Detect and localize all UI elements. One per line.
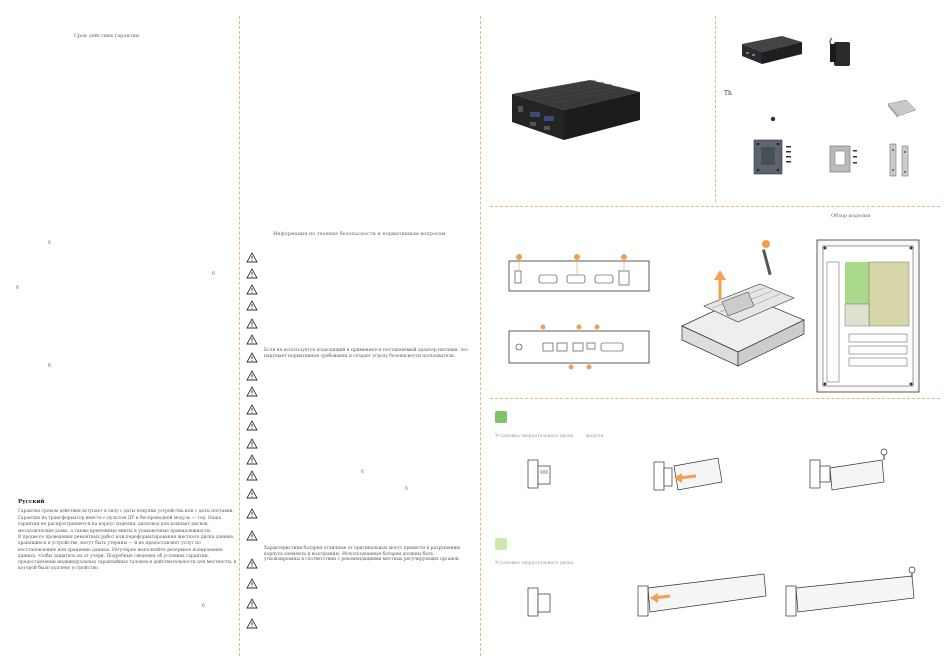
warning-icon bbox=[246, 558, 258, 569]
safety-title: Информация по технике безопасности и нор… bbox=[273, 231, 446, 237]
warning-icon bbox=[246, 404, 258, 415]
ssd-step1-image-2 bbox=[653, 457, 723, 491]
power-adapter-image bbox=[829, 37, 850, 66]
warning-icon bbox=[246, 598, 258, 609]
ssd-step2-image-3 bbox=[785, 566, 916, 617]
warning-icon bbox=[246, 352, 258, 363]
warning-icon bbox=[246, 252, 258, 263]
column-divider-2 bbox=[480, 16, 481, 656]
warranty-paragraph: В процессе проведения ремонтных работ ил… bbox=[18, 535, 237, 572]
safety-note-adapter: Если не используется подходящий и примен… bbox=[264, 348, 468, 359]
column-divider-1 bbox=[239, 16, 240, 656]
warning-icon bbox=[246, 530, 258, 541]
step-1-caption: Установка твердотельного диска bbox=[495, 434, 574, 439]
row-divider-2 bbox=[490, 398, 940, 399]
mount-bracket-image bbox=[829, 145, 857, 173]
rear-panel-diagram bbox=[508, 324, 650, 370]
warning-icon bbox=[246, 284, 258, 295]
warning-icon bbox=[246, 334, 258, 345]
ssd-step2-image-1 bbox=[527, 587, 551, 617]
front-panel-diagram bbox=[508, 254, 650, 292]
warning-icon bbox=[246, 618, 258, 629]
stray-mark: б bbox=[48, 240, 52, 246]
manual-booklet-image bbox=[887, 99, 917, 118]
overview-title: Обзор изделия bbox=[831, 213, 871, 219]
vesa-mount-plate-image bbox=[753, 139, 791, 175]
warranty-paragraph: Гарантия сроком действия вступает в силу… bbox=[18, 509, 234, 514]
mainboard-diagram bbox=[816, 239, 920, 393]
stray-mark: б bbox=[212, 271, 216, 277]
stray-mark: б bbox=[361, 469, 365, 475]
accessory-device-image bbox=[742, 36, 802, 64]
column-divider-3 bbox=[715, 16, 716, 202]
warranty-title: Срок действия гарантии bbox=[74, 33, 140, 39]
step-1-badge bbox=[495, 411, 507, 423]
stray-mark: б bbox=[16, 285, 20, 291]
language-label: Русский bbox=[18, 499, 45, 505]
stray-mark: б bbox=[202, 603, 206, 609]
warning-icon bbox=[246, 300, 258, 311]
open-case-diagram bbox=[681, 240, 805, 367]
warning-icon bbox=[246, 420, 258, 431]
step-2-badge bbox=[495, 538, 507, 550]
warning-icon bbox=[246, 370, 258, 381]
rail-bracket-image bbox=[889, 143, 909, 177]
warranty-paragraph: Гарантия на трансформатор вместе с пульт… bbox=[18, 516, 222, 534]
warning-icon bbox=[246, 470, 258, 481]
accessories-label: Th bbox=[724, 90, 732, 97]
safety-note-battery: Характеристики батареи отличные от ориги… bbox=[264, 546, 461, 562]
warning-icon bbox=[246, 318, 258, 329]
warning-icon bbox=[246, 268, 258, 279]
ssd-step1-image-3 bbox=[809, 448, 888, 491]
stray-mark: б bbox=[405, 486, 409, 492]
row-divider-1 bbox=[490, 206, 940, 207]
warning-icon bbox=[246, 438, 258, 449]
step-1-extra: модуля bbox=[586, 434, 604, 439]
warning-icon bbox=[246, 578, 258, 589]
warning-icon bbox=[246, 386, 258, 397]
warning-icon bbox=[246, 454, 258, 465]
ssd-step2-image-2 bbox=[637, 573, 767, 617]
screw-image bbox=[770, 116, 776, 122]
safety-panel: Информация по технике безопасности и нор… bbox=[243, 20, 475, 660]
stray-mark: б bbox=[48, 363, 52, 369]
step-2-caption: Установка твердотельного диска bbox=[495, 561, 574, 566]
warning-icon bbox=[246, 488, 258, 499]
warranty-panel: Срок действия гарантии б б б б б Русский… bbox=[14, 20, 236, 660]
ssd-step1-image-1 bbox=[527, 459, 551, 489]
warning-icon bbox=[246, 508, 258, 519]
device-hero-image bbox=[512, 79, 640, 140]
